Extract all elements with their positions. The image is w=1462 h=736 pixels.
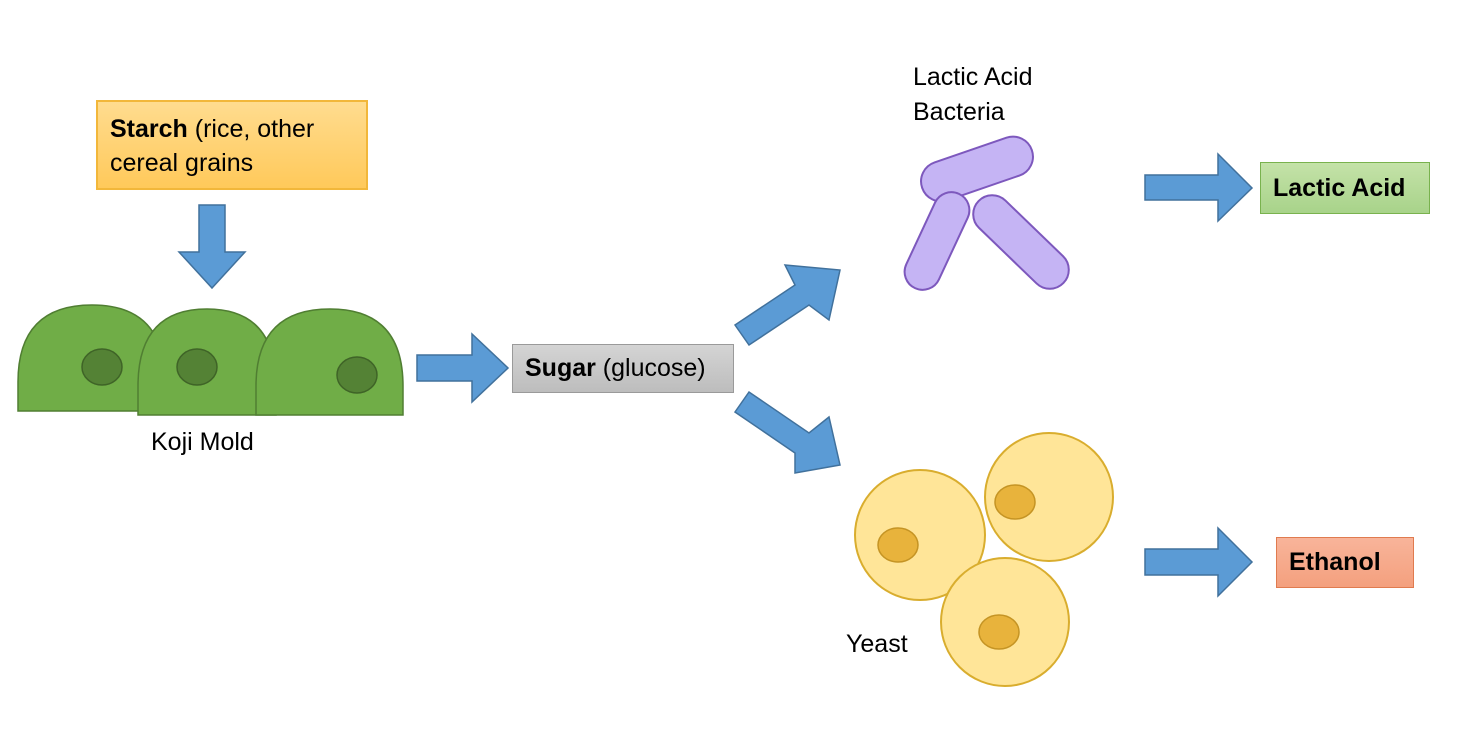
lactic-acid-bacteria [903,135,1070,291]
starch-box: Starch (rice, other cereal grains [96,100,368,190]
sugar-detail: (glucose) [595,354,706,382]
bacterium-3 [972,194,1070,290]
ethanol-box: Ethanol [1276,537,1414,588]
arrow-up-right-icon [733,264,841,347]
yeast-cells [854,432,1114,687]
yeast-nucleus-2 [994,484,1036,520]
starch-title: Starch [110,115,188,143]
yeast-label: Yeast [846,630,908,658]
koji-mold-label: Koji Mold [151,428,254,456]
koji-nucleus-1 [81,348,123,386]
lactic-acid-bacteria-label: Lactic Acid Bacteria [913,60,1033,130]
yeast-nucleus-1 [877,527,919,563]
starch-detail: (rice, other [187,115,315,143]
yeast-cell-2 [984,432,1114,562]
bacteria-label-line-1: Lactic Acid [913,63,1033,91]
bacteria-label-line-2: Bacteria [913,98,1005,126]
arrow-right-icon [1144,152,1254,223]
bacterium-1 [920,135,1034,203]
flow-arrows [177,152,1254,598]
ethanol-label: Ethanol [1289,548,1381,576]
arrow-down-right-icon [733,390,841,474]
koji-nucleus-3 [336,356,378,394]
koji-nucleus-2 [176,348,218,386]
arrow-right-icon [416,332,510,404]
bacterium-2 [903,191,971,291]
starch-line-1: Starch (rice, other [110,112,356,146]
arrow-down-icon [177,204,247,290]
yeast-cell-1 [854,469,986,601]
yeast-nucleus-3 [978,614,1020,650]
koji-mold-cells [17,304,404,416]
arrow-right-icon [1144,526,1254,598]
lactic-acid-label: Lactic Acid [1273,174,1406,202]
starch-line-2: cereal grains [110,149,254,177]
lactic-acid-box: Lactic Acid [1260,162,1430,214]
sugar-title: Sugar [525,354,596,382]
koji-cell-3 [255,308,404,416]
sugar-box: Sugar (glucose) [512,344,734,393]
